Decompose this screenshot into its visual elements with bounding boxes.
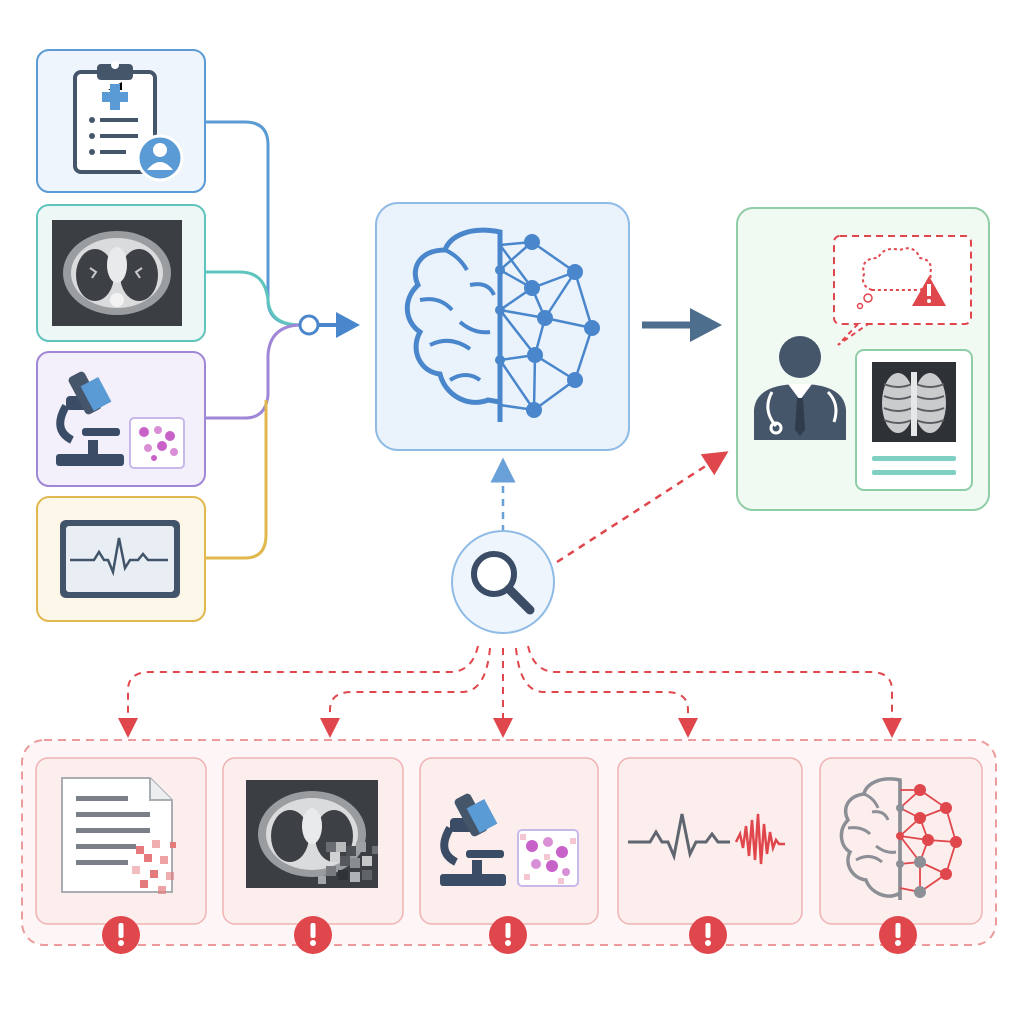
chest-xray-report-icon <box>855 349 973 491</box>
input-card-pathology[interactable] <box>36 351 206 487</box>
noisy-waveform-icon <box>628 813 785 865</box>
input-connectors <box>205 120 301 560</box>
input-card-imaging[interactable] <box>36 204 206 342</box>
alert-badge <box>102 916 140 954</box>
alert-badge <box>489 916 527 954</box>
explainer-node[interactable] <box>451 457 555 634</box>
vulnerability-fanout <box>118 645 902 738</box>
corrupted-microscope-icon <box>440 793 579 887</box>
vulnerability-card-compromised-model[interactable] <box>819 757 983 954</box>
model-card[interactable] <box>375 202 630 451</box>
ct-scan-icon <box>52 220 182 326</box>
alert-badge <box>294 916 332 954</box>
corrupted-document-icon <box>61 777 176 894</box>
microscope-slide-icon <box>56 371 185 469</box>
doctor-icon <box>754 336 846 440</box>
input-card-ehr[interactable] <box>36 49 206 193</box>
ecg-monitor-icon <box>60 520 180 598</box>
clipboard-patient-icon <box>73 61 184 182</box>
alert-badge <box>879 916 917 954</box>
thought-bubble-warning-icon <box>833 235 972 346</box>
vulnerability-card-corrupted-image[interactable] <box>222 757 404 954</box>
model-to-output-arrow <box>642 308 722 342</box>
explainer-to-output-arrow <box>556 451 729 564</box>
corrupted-ct-icon <box>246 780 378 888</box>
magnifier-icon <box>471 551 535 615</box>
output-card[interactable] <box>736 207 990 511</box>
brain-network-icon <box>404 227 600 422</box>
fusion-node <box>298 312 360 338</box>
alert-badge <box>689 916 727 954</box>
vulnerability-card-noisy-signal[interactable] <box>617 757 803 954</box>
compromised-brain-icon <box>839 777 962 901</box>
vulnerability-card-corrupted-record[interactable] <box>35 757 207 954</box>
input-card-signals[interactable] <box>36 496 206 622</box>
vulnerability-card-corrupted-slide[interactable] <box>419 757 599 954</box>
